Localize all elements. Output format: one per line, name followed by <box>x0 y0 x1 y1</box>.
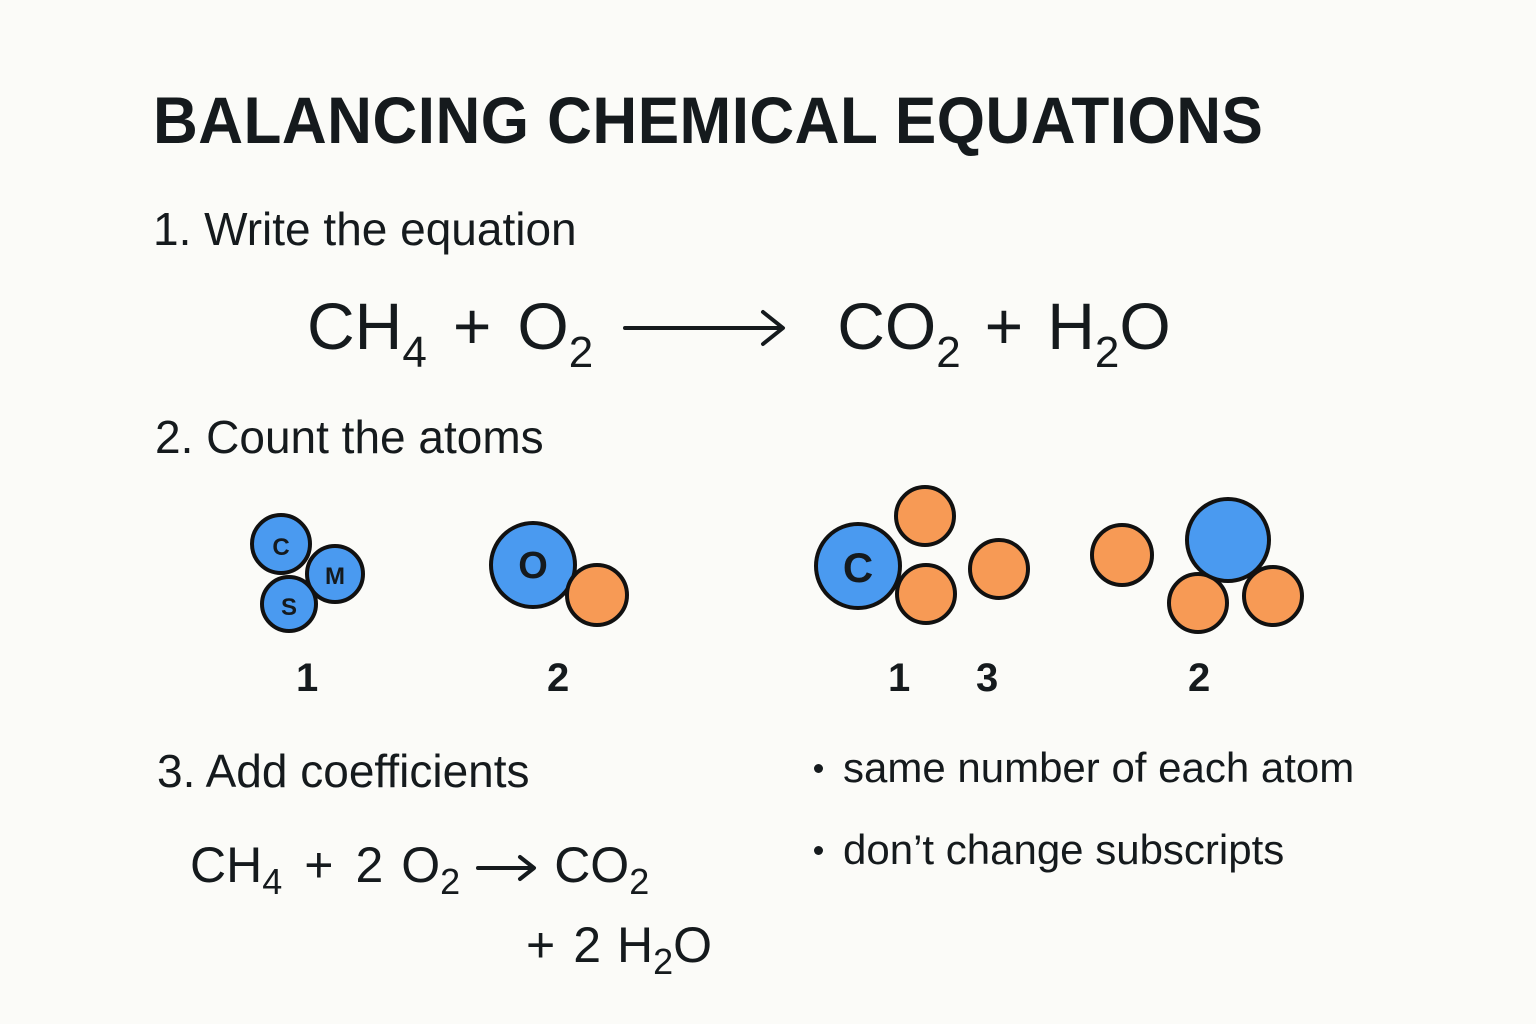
product-water: H2O <box>617 917 713 982</box>
step-1-heading: 1. Write the equation <box>153 203 577 255</box>
coefficient-oxygen: 2 <box>355 837 384 893</box>
atom-label-s: S <box>281 594 297 621</box>
atom-label-o: O <box>518 545 548 587</box>
bullet-icon <box>814 763 823 773</box>
reactant-oxygen: O2 <box>517 289 594 377</box>
reactant-methane: CH4 <box>190 837 283 902</box>
balanced-equation-line-1: CH4 + 2 O2 CO2 <box>190 836 650 902</box>
atom-label-c: C <box>272 534 289 561</box>
product-carbon-dioxide: CO2 <box>554 837 650 902</box>
coefficient-water: 2 <box>573 917 602 973</box>
plus-sign: + <box>452 289 492 363</box>
atom-group-methane: C M S <box>250 513 365 633</box>
plus-sign: + <box>304 837 334 893</box>
atom-label-m: M <box>325 563 345 590</box>
rule-text: don’t change subscripts <box>843 826 1285 873</box>
reactant-oxygen: O2 <box>401 837 461 902</box>
plus-sign: + <box>984 289 1024 363</box>
rule-item: same number of each atom <box>814 744 1354 792</box>
count-oxygen: 2 <box>547 656 570 700</box>
plus-sign: + <box>526 917 556 973</box>
reaction-arrow-icon <box>476 855 537 881</box>
rule-item: don’t change subscripts <box>814 826 1284 874</box>
atom-diagrams: C M S O C <box>250 485 1304 634</box>
product-water: H2O <box>1047 289 1171 377</box>
atom-group-water <box>1090 497 1304 634</box>
reaction-arrow-icon <box>623 310 786 346</box>
reactant-methane: CH4 <box>307 289 427 377</box>
unbalanced-equation: CH4 + O2 CO2 + H2O <box>307 288 1171 377</box>
atom-group-carbon-dioxide: C <box>814 485 1030 625</box>
atom-label-c: C <box>843 544 873 591</box>
page-title: BALANCING CHEMICAL EQUATIONS <box>153 83 1264 157</box>
product-carbon-dioxide: CO2 <box>837 289 961 377</box>
count-carbon: 1 <box>888 656 911 700</box>
count-methane: 1 <box>296 656 319 700</box>
count-water: 2 <box>1188 656 1211 700</box>
count-oxygen-products: 3 <box>976 656 999 700</box>
balanced-equation-line-2: + 2 H2O <box>526 916 713 982</box>
step-3-heading: 3. Add coefficients <box>157 745 530 797</box>
atom-group-oxygen: O <box>489 521 629 627</box>
step-2-heading: 2. Count the atoms <box>155 411 544 463</box>
rule-text: same number of each atom <box>843 744 1355 791</box>
bullet-icon <box>814 845 823 855</box>
